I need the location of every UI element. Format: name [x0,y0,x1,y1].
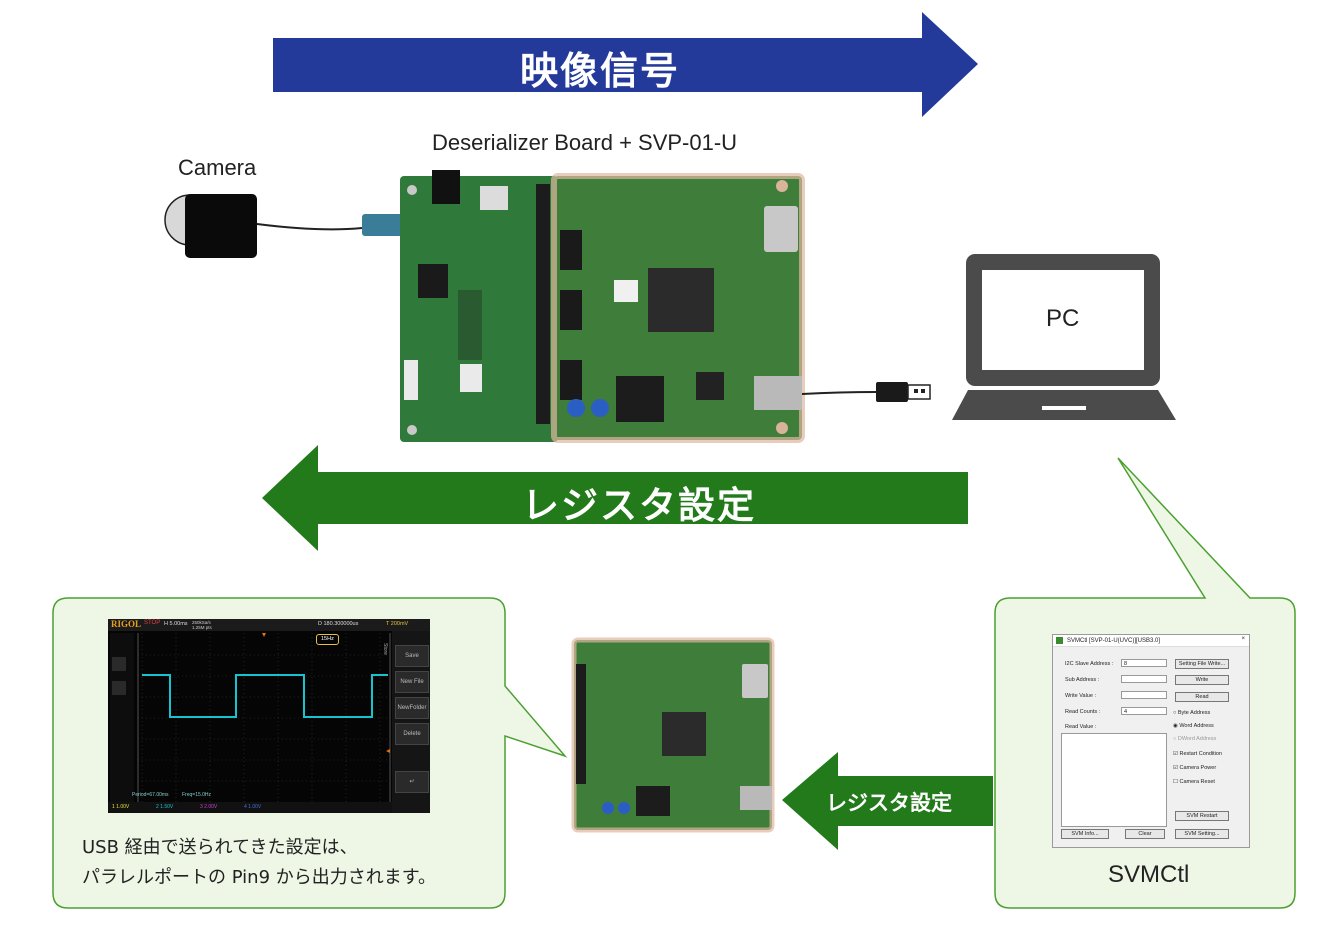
clear-button[interactable]: Clear [1125,829,1165,839]
svp-01-u-board-small [571,637,775,833]
svm-setting-button[interactable]: SVM Setting... [1175,829,1229,839]
read-value-textarea[interactable] [1061,733,1167,827]
callout-line-2: パラレルポートの Pin9 から出力されます。 [82,867,436,888]
register-setting-arrow [262,445,968,551]
camera-reset-checkbox[interactable]: ☐ Camera Reset [1173,779,1215,785]
board-label: Deserializer Board + SVP-01-U [432,130,738,155]
read-value-label: Read Value : [1065,724,1097,730]
svmctl-label: SVMCtl [1108,861,1190,888]
scope-status: STOP [144,620,161,626]
word-address-radio[interactable]: ◉ Word Address [1173,723,1214,729]
callout-line-1: USB 経由で送られてきた設定は、 [82,837,358,858]
usb-plug [876,382,908,402]
sub-address-input[interactable] [1121,675,1167,683]
camera-label: Camera [178,155,257,180]
camera-device [164,194,257,258]
read-button[interactable]: Read [1175,692,1229,702]
scope-status-bar: Period=67.00ms Freq=15.0Hz 1 1.00V 2 1.5… [108,792,392,813]
svm-info-button[interactable]: SVM Info... [1061,829,1109,839]
return-arrow-icon: ↵ [409,779,415,785]
restart-condition-label: Restart Condition [1179,751,1222,757]
register-setting-label: レジスタ設定 [522,484,756,527]
deserializer-board [400,170,558,442]
camera-power-label: Camera Power [1179,765,1217,771]
sub-address-label: Sub Address : [1065,677,1100,683]
write-button[interactable]: Write [1175,675,1229,685]
scope-side-label: Store [382,643,388,655]
scope-freq-badge: 15Hz [316,634,339,645]
scope-save-button[interactable]: Save [395,645,429,667]
rigol-logo: RIGOL [111,619,142,629]
scope-new-file-button[interactable]: New File [395,671,429,693]
scope-delete-button[interactable]: Delete [395,723,429,745]
camera-power-checkbox[interactable]: ☑ Camera Power [1173,765,1217,771]
register-setting-small-label: レジスタ設定 [826,791,952,815]
scope-menu: Store Save New File NewFolder Delete ↵ [382,631,430,813]
svmctl-titlebar: SVMCtl [SVP-01-U(UVC)][USB3.0] × [1053,635,1249,647]
scope-sample: 250kSa/s 1.25M pts [192,620,212,630]
svmctl-window-title: SVMCtl [SVP-01-U(UVC)][USB3.0] [1067,637,1161,644]
word-address-label: Word Address [1179,723,1214,729]
svm-restart-button[interactable]: SVM Restart [1175,811,1229,821]
scope-ch1[interactable]: 1 1.00V [112,804,130,810]
app-icon [1056,637,1063,644]
svp-01-u-board [551,173,805,443]
byte-address-label: Byte Address [1177,710,1211,716]
setting-file-write-button[interactable]: Setting File Write... [1175,659,1229,669]
scope-period: Period=67.00ms [132,792,169,798]
pc-label: PC [1046,305,1080,332]
camera-reset-label: Camera Reset [1179,779,1215,785]
pc-laptop-icon [952,254,1176,420]
restart-condition-checkbox[interactable]: ☑ Restart Condition [1173,751,1222,757]
dword-address-radio[interactable]: ○ DWord Address [1173,736,1217,742]
read-counts-input[interactable]: 4 [1121,707,1167,715]
byte-address-radio[interactable]: ○ Byte Address [1173,710,1211,716]
scope-trigger: T 200mV [386,621,409,627]
callout-text: USB 経由で送られてきた設定は、 パラレルポートの Pin9 から出力されます… [82,833,436,893]
scope-ch3[interactable]: 3 2.00V [200,804,218,810]
scope-grid [110,633,391,803]
scope-freq: 15Hz [321,636,334,642]
video-signal-label: 映像信号 [520,49,681,93]
scope-new-folder-button[interactable]: NewFolder [395,697,429,719]
scope-ch2[interactable]: 2 1.50V [156,804,174,810]
scope-timebase: H 5.00ms [164,621,188,627]
i2c-slave-address-input[interactable]: 8 [1121,659,1167,667]
scope-freq-readout: Freq=15.0Hz [182,792,212,798]
svmctl-window: SVMCtl [SVP-01-U(UVC)][USB3.0] × I2C Sla… [1052,634,1250,848]
close-icon[interactable]: × [1241,636,1245,642]
scope-ch4[interactable]: 4 1.00V [244,804,262,810]
write-value-label: Write Value : [1065,693,1096,699]
scope-top-bar: RIGOL STOP H 5.00ms 250kSa/s 1.25M pts D… [108,619,430,631]
usb-cable [801,391,877,395]
register-setting-small-arrow [782,752,993,850]
read-counts-label: Read Counts : [1065,709,1101,715]
write-value-input[interactable] [1121,691,1167,699]
scope-delay: D 180.300000us [318,621,359,627]
video-signal-arrow [273,12,978,117]
scope-back-button[interactable]: ↵ [395,771,429,793]
oscilloscope-screen: RIGOL STOP H 5.00ms 250kSa/s 1.25M pts D… [108,619,430,813]
i2c-slave-address-label: I2C Slave Address : [1065,661,1114,667]
scope-waveform [142,674,388,718]
camera-cable [256,223,363,231]
dword-address-label: DWord Address [1177,736,1217,742]
